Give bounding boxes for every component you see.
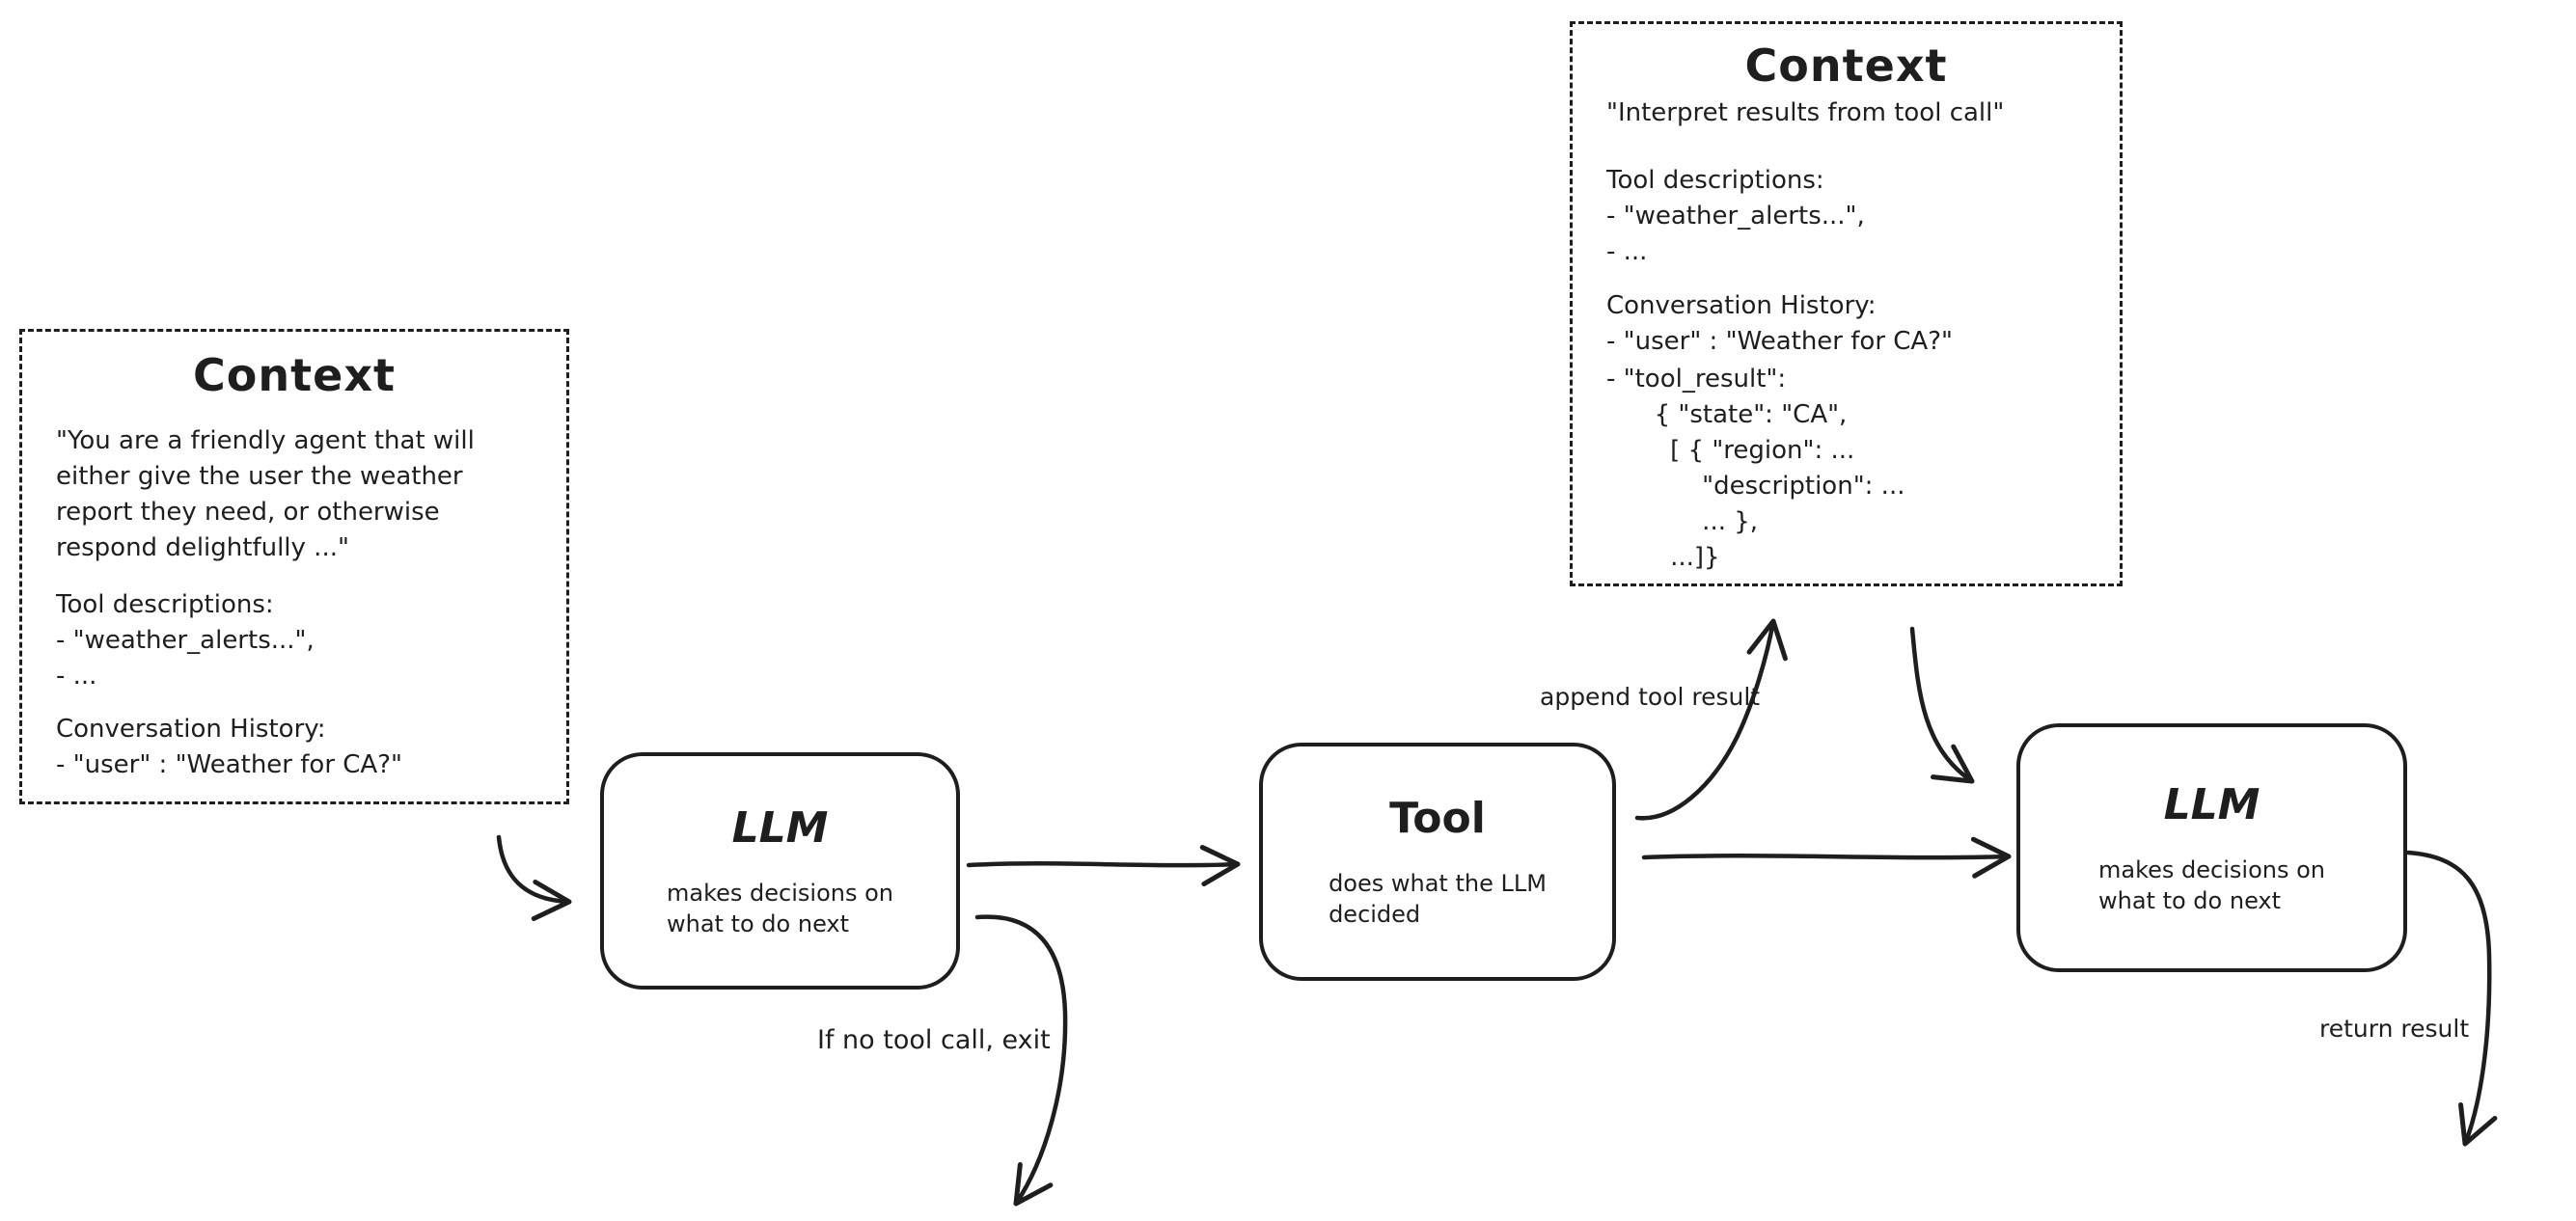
label-if-no-tool-call-exit: If no tool call, exit bbox=[817, 1025, 1051, 1055]
node-tool-description: does what the LLM decided bbox=[1329, 870, 1547, 928]
context-box-initial-tool-descriptions: Tool descriptions: - "weather_alerts..."… bbox=[56, 590, 315, 691]
edge-tool-to-llm2 bbox=[1641, 836, 2012, 879]
node-llm-1-description: makes decisions on what to do next bbox=[667, 879, 893, 937]
context-box-2-tool-result: - "tool_result": { "state": "CA", [ { "r… bbox=[1606, 365, 1905, 572]
context-box-with-tool-result-title: Context bbox=[1744, 40, 1948, 92]
context-box-2-tool-descriptions: Tool descriptions: - "weather_alerts..."… bbox=[1606, 166, 1865, 266]
node-llm-2-title: LLM bbox=[2163, 779, 2261, 829]
edge-llm2-return bbox=[2405, 850, 2498, 1147]
edge-context1-to-llm1 bbox=[496, 834, 572, 921]
node-llm-1-title: LLM bbox=[731, 802, 829, 853]
edge-tool-to-context2 bbox=[1634, 618, 1788, 821]
node-tool: Tool does what the LLM decided bbox=[1259, 743, 1616, 981]
context-box-initial-title: Context bbox=[193, 349, 396, 401]
label-return-result: return result bbox=[2319, 1015, 2470, 1043]
edge-llm1-exit bbox=[974, 914, 1068, 1207]
context-box-initial-conversation-history: Conversation History: - "user" : "Weathe… bbox=[56, 715, 402, 779]
context-box-2-conversation-history: Conversation History: - "user" : "Weathe… bbox=[1606, 291, 1953, 356]
context-box-initial: Context "You are a friendly agent that w… bbox=[19, 329, 569, 804]
edge-llm1-to-tool bbox=[966, 845, 1241, 887]
node-llm-2: LLM makes decisions on what to do next bbox=[2016, 723, 2407, 972]
node-llm-2-description: makes decisions on what to do next bbox=[2098, 855, 2325, 914]
context-box-with-tool-result: Context "Interpret results from tool cal… bbox=[1570, 21, 2123, 586]
node-tool-title: Tool bbox=[1389, 794, 1486, 843]
label-append-tool-result: append tool result bbox=[1540, 683, 1761, 711]
context-box-2-instruction: "Interpret results from tool call" bbox=[1606, 98, 2005, 127]
context-box-initial-system-prompt: "You are a friendly agent that will eith… bbox=[56, 426, 475, 562]
node-llm-1: LLM makes decisions on what to do next bbox=[600, 752, 960, 990]
edge-context2-to-llm2 bbox=[1909, 626, 1975, 784]
